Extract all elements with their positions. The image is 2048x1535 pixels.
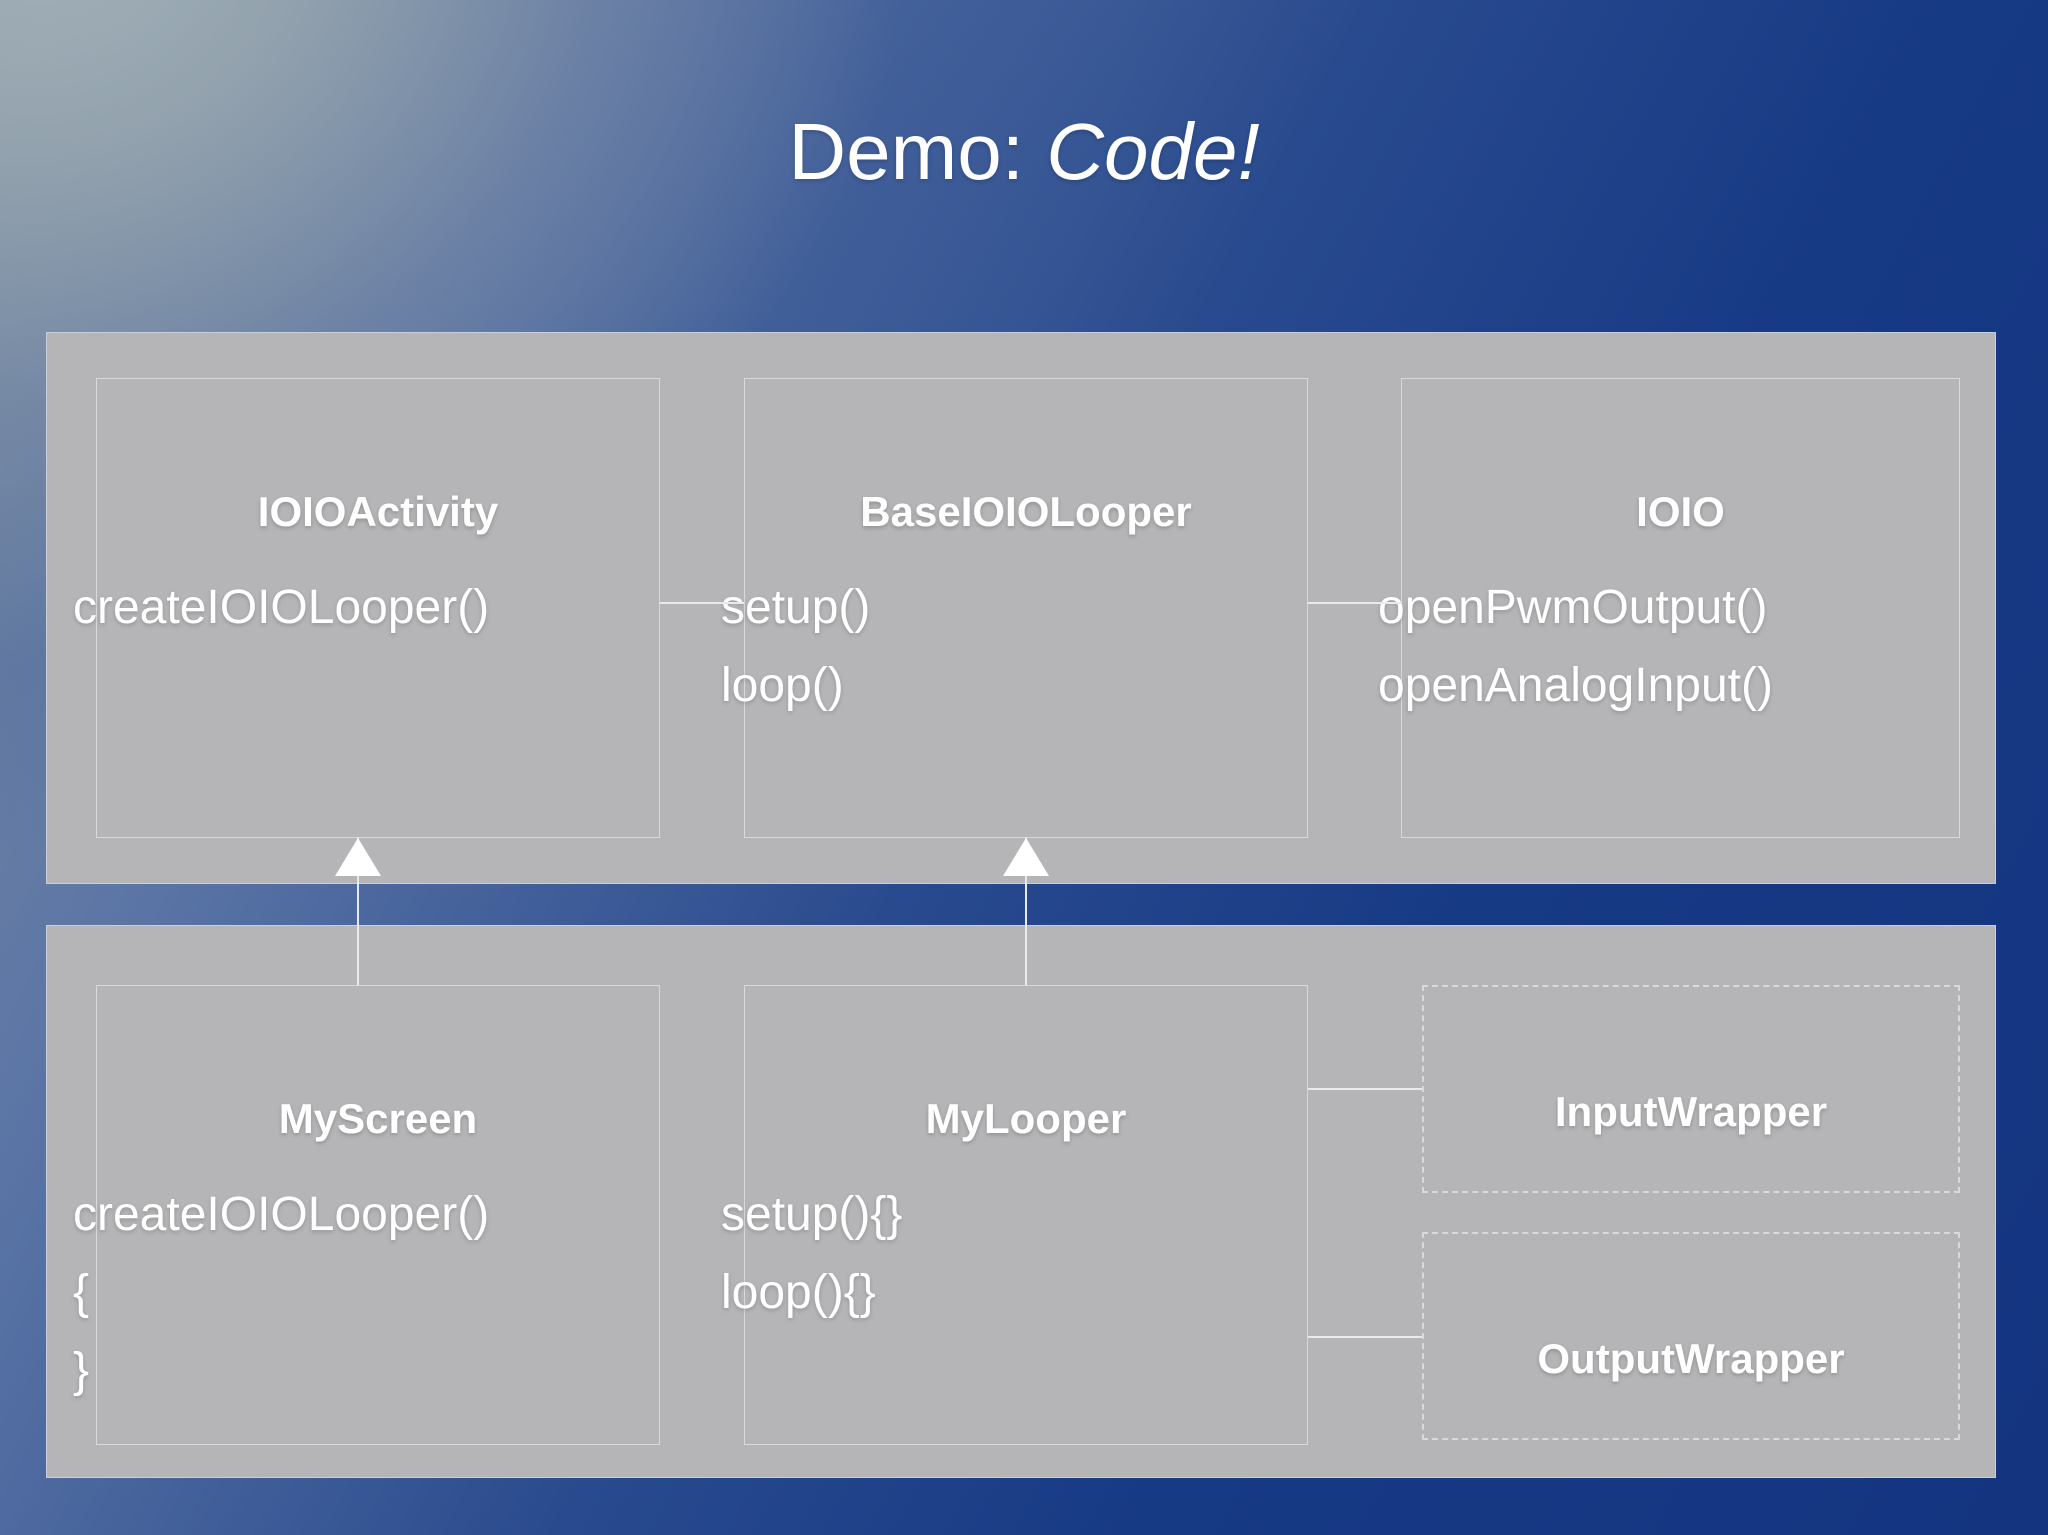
slide-title-main: Demo: [788,107,1047,196]
class-methods-ioioactivity: createIOIOLooper() [73,569,659,647]
class-methods-mylooper: setup(){} loop(){} [721,1176,1307,1332]
class-methods-myscreen: createIOIOLooper() { } [73,1176,659,1409]
method-item: { [73,1265,90,1319]
method-item: loop(){} [721,1265,876,1319]
class-name-outputwrapper: OutputWrapper [1537,1335,1845,1382]
inheritance-line-mylooper-to-baseioiolooper [1025,838,1027,985]
method-item: createIOIOLooper() [73,1188,490,1241]
connector-ioioactivity-to-baseioiolooper [660,602,744,604]
class-box-myscreen[interactable]: MyScreen createIOIOLooper() { } [73,985,660,1445]
class-name-baseioiolooper: BaseIOIOLooper [860,488,1192,535]
method-item: setup() [721,581,871,634]
method-item: openPwmOutput() [1378,581,1768,634]
class-name-inputwrapper: InputWrapper [1554,1088,1828,1135]
method-item: } [73,1343,90,1397]
class-box-baseioiolooper[interactable]: BaseIOIOLooper setup() loop() [721,378,1308,838]
inheritance-arrowhead-icon [1003,838,1049,876]
class-box-ioioactivity[interactable]: IOIOActivity createIOIOLooper() [73,378,660,838]
inheritance-line-myscreen-to-ioioactivity [357,838,359,985]
panel-library-layer [46,332,1996,884]
class-name-mylooper: MyLooper [925,1095,1127,1142]
slide-title-emphasis: Code! [1046,107,1260,196]
class-name-ioio: IOIO [1636,488,1725,535]
class-name-ioioactivity: IOIOActivity [257,488,499,535]
panel-application-layer [46,925,1996,1478]
class-methods-baseioiolooper: setup() loop() [721,569,1307,725]
class-methods-ioio: openPwmOutput() openAnalogInput() [1378,569,1959,725]
connector-mylooper-to-inputwrapper [1308,1088,1422,1090]
class-box-ioio[interactable]: IOIO openPwmOutput() openAnalogInput() [1378,378,1960,838]
method-item: loop() [721,658,844,712]
method-item: createIOIOLooper() [73,581,490,634]
class-box-inputwrapper[interactable]: InputWrapper [1422,985,1960,1193]
method-item: setup(){} [721,1188,903,1241]
class-box-outputwrapper[interactable]: OutputWrapper [1422,1232,1960,1440]
method-item: openAnalogInput() [1378,658,1773,712]
class-name-myscreen: MyScreen [278,1095,478,1142]
connector-baseioiolooper-to-ioio [1308,602,1401,604]
inheritance-arrowhead-icon [335,838,381,876]
connector-mylooper-to-outputwrapper [1308,1336,1422,1338]
slide-title: Demo: Code! [0,112,2048,192]
class-box-mylooper[interactable]: MyLooper setup(){} loop(){} [721,985,1308,1445]
